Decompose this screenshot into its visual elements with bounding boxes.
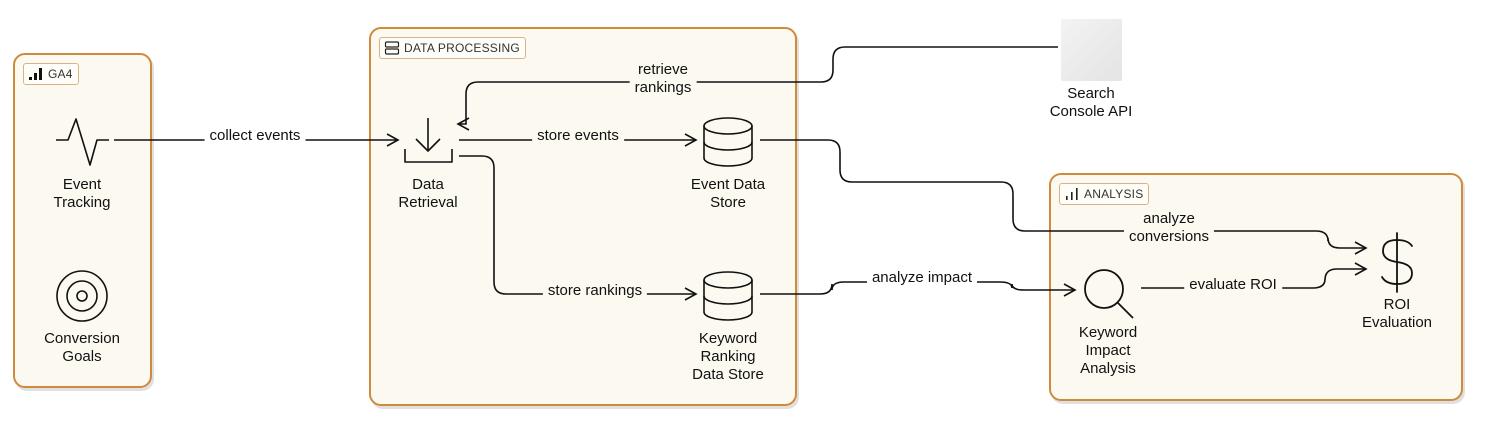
target-icon	[56, 270, 108, 322]
conversion-goals-label: Conversion Goals	[44, 330, 120, 365]
edge-analyze-conversions	[760, 139, 1368, 255]
bar-chart-icon	[29, 68, 42, 80]
data-processing-group-title: DATA PROCESSING	[404, 41, 520, 55]
store-rankings-label: store rankings	[542, 282, 648, 300]
search-console-label: Search Console API	[1049, 85, 1133, 120]
database-icon	[703, 117, 753, 167]
magnifier-icon	[1084, 269, 1134, 319]
analysis-group-title: ANALYSIS	[1084, 187, 1144, 201]
store-events-label: store events	[532, 127, 624, 145]
ga4-group-title: GA4	[48, 67, 73, 81]
event-data-store-label: Event Data Store	[690, 176, 766, 211]
edge-store-rankings	[459, 155, 698, 301]
pulse-icon	[56, 118, 109, 166]
keyword-impact-label: Keyword Impact Analysis	[1078, 324, 1138, 377]
evaluate-roi-label: evaluate ROI	[1184, 276, 1282, 294]
data-retrieval-label: Data Retrieval	[398, 176, 458, 211]
edge-evaluate-roi	[1141, 262, 1368, 289]
ga4-group-label: GA4	[23, 63, 79, 85]
data-processing-group: DATA PROCESSING	[369, 27, 797, 406]
ga4-group: GA4	[13, 53, 152, 388]
keyword-ranking-store-label: Keyword Ranking Data Store	[692, 330, 764, 383]
search-console-logo	[1061, 19, 1122, 81]
analysis-group-label: ANALYSIS	[1059, 183, 1150, 205]
analyze-conversions-label: analyze conversions	[1123, 210, 1215, 246]
analytics-icon	[1066, 188, 1078, 200]
roi-evaluation-label: ROI Evaluation	[1361, 296, 1433, 331]
dollar-icon	[1381, 232, 1413, 293]
collect-events-label: collect events	[204, 127, 306, 145]
edge-retrieve-rankings	[456, 46, 1058, 131]
event-tracking-label: Event Tracking	[53, 176, 111, 211]
analyze-impact-label: analyze impact	[866, 269, 978, 287]
server-icon	[384, 41, 400, 55]
retrieve-rankings-label: retrieve rankings	[629, 61, 697, 97]
database-icon	[703, 271, 753, 321]
download-icon	[404, 118, 453, 163]
data-processing-group-label: DATA PROCESSING	[379, 37, 526, 59]
